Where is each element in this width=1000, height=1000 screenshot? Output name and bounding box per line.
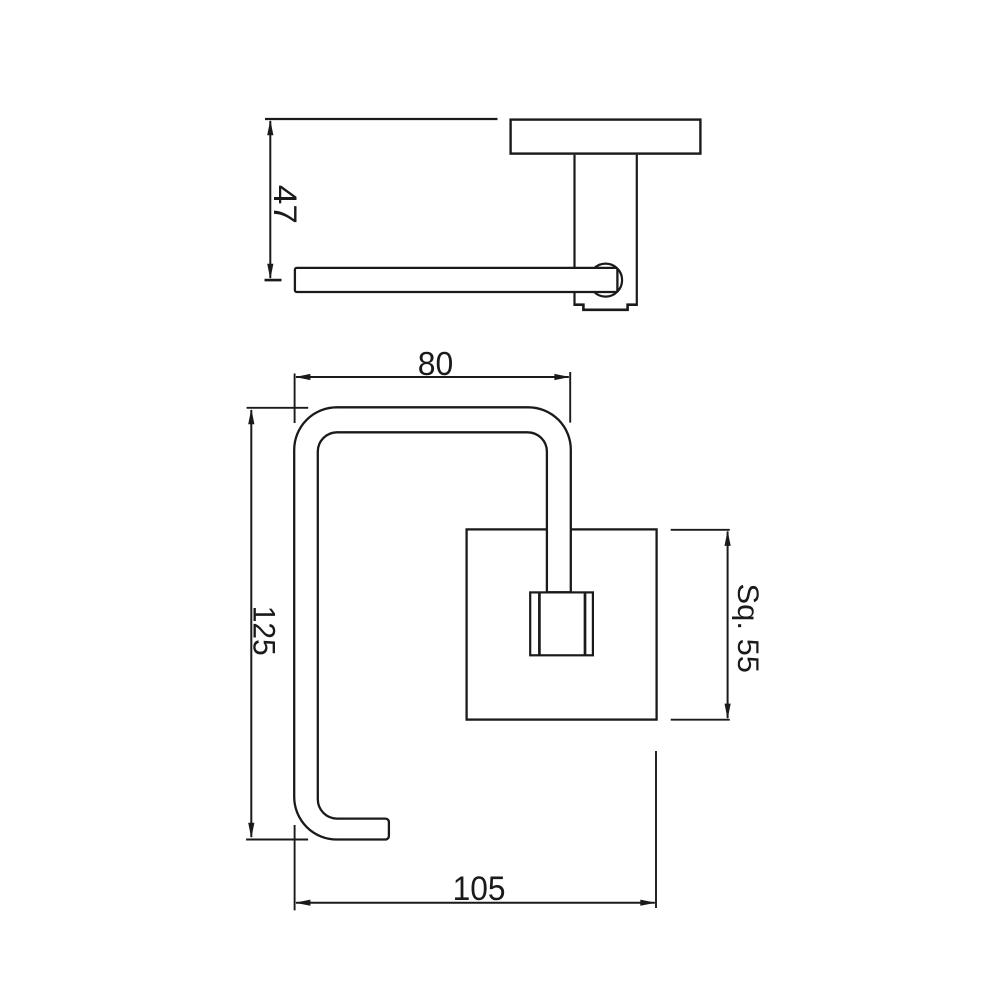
svg-text:Sq. 55: Sq. 55: [731, 584, 764, 674]
svg-text:80: 80: [418, 345, 454, 382]
svg-text:125: 125: [247, 606, 283, 656]
svg-text:105: 105: [453, 870, 506, 908]
svg-text:47: 47: [267, 185, 303, 224]
